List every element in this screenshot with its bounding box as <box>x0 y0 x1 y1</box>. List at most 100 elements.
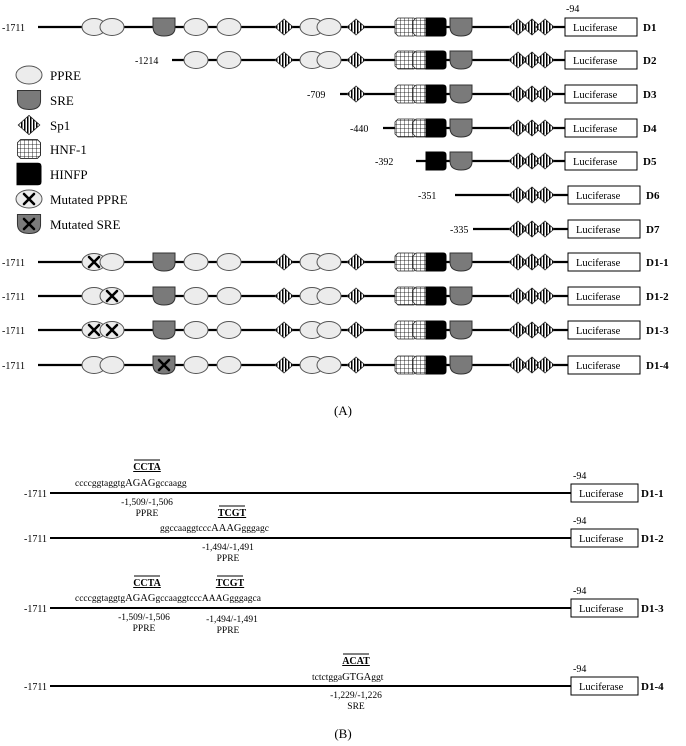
luciferase-label: Luciferase <box>579 489 624 500</box>
luciferase-box <box>564 151 638 171</box>
sp1-icon <box>274 287 294 305</box>
sre-icon <box>449 17 473 37</box>
site-annotation: CCTA TCGT ccccggtaggtgAGAGgccaaggtcccAAAGg… <box>75 575 262 636</box>
ppre-icon <box>316 253 342 271</box>
sp1-icon <box>535 152 555 170</box>
start-position: -335 <box>450 225 468 236</box>
ppre-icon <box>216 287 242 305</box>
sequence-site: AAAG <box>211 523 242 534</box>
sre-icon <box>449 320 473 340</box>
mutation-bases: CCTA <box>133 462 161 473</box>
mutation-x-icon <box>87 255 101 269</box>
site-position: -1,509/-1,506 <box>121 498 173 508</box>
sequence-flank: gggagc <box>242 524 269 534</box>
sp1-icon <box>535 186 555 204</box>
sre-icon <box>152 17 176 37</box>
luciferase-label: Luciferase <box>573 56 618 67</box>
end-position: -94 <box>573 664 586 675</box>
sre-icon <box>152 320 176 340</box>
sp1-icon <box>346 51 366 69</box>
mutation-bases: TCGT <box>218 508 247 519</box>
start-position: -1711 <box>2 361 25 372</box>
sre-icon <box>16 90 42 110</box>
start-position: -709 <box>307 90 325 101</box>
panel-a-caption: (A) <box>334 403 352 418</box>
ppre-icon <box>216 356 242 374</box>
construct-name: D1-3 <box>646 325 669 337</box>
ppre-icon <box>183 51 209 69</box>
hinfp-icon <box>425 355 447 375</box>
luciferase-box <box>570 598 639 618</box>
construct-name: D1-1 <box>646 257 669 269</box>
hinfp-icon <box>425 84 447 104</box>
sequence-text: tctctggaGTGAggt <box>312 672 384 683</box>
construct-name: D5 <box>643 156 657 168</box>
sp1-icon <box>274 51 294 69</box>
site-element: PPRE <box>136 509 159 519</box>
site-position: -1,494/-1,491 <box>206 615 258 625</box>
sre-icon <box>449 286 473 306</box>
start-position: -440 <box>350 124 368 135</box>
sre-icon <box>152 252 176 272</box>
sp1-icon <box>274 253 294 271</box>
sequence-flank: gccaagg <box>155 479 186 489</box>
construct-name: D4 <box>643 123 657 135</box>
construct-name: D1-2 <box>646 291 669 303</box>
sre-icon <box>152 286 176 306</box>
luciferase-box <box>570 676 639 696</box>
ppre-icon <box>183 321 209 339</box>
end-position: -94 <box>573 471 586 482</box>
ppre-icon <box>99 253 125 271</box>
luciferase-label: Luciferase <box>576 292 621 303</box>
end-position: -94 <box>566 4 579 15</box>
sp1-icon <box>535 18 555 36</box>
luciferase-box <box>570 483 639 503</box>
construct-name: D7 <box>646 224 660 236</box>
mutation-bases: TCGT <box>216 578 245 589</box>
site-element: PPRE <box>217 554 240 564</box>
luciferase-box <box>567 355 641 375</box>
site-position: -1,509/-1,506 <box>118 613 170 623</box>
sre-icon <box>449 252 473 272</box>
sp1-icon <box>535 85 555 103</box>
start-position: -1711 <box>2 23 25 34</box>
sp1-icon <box>17 114 41 136</box>
sequence-text: ccccggtaggtgAGAGgccaaggtcccAAAGgggagca <box>75 593 262 604</box>
mutation-x-icon <box>22 192 36 206</box>
ppre-icon <box>316 18 342 36</box>
sp1-icon <box>274 321 294 339</box>
legend-label: PPRE <box>50 68 81 83</box>
legend-item-hinfp: HINFP <box>16 162 88 186</box>
sre-icon <box>449 118 473 138</box>
sp1-icon <box>535 356 555 374</box>
legend-label: Sp1 <box>50 118 70 133</box>
sre-icon <box>449 355 473 375</box>
legend-item-ppre: PPRE <box>15 65 81 85</box>
sp1-icon <box>535 287 555 305</box>
luciferase-label: Luciferase <box>573 157 618 168</box>
sequence-flank: tctctgga <box>312 673 343 683</box>
ppre-icon <box>316 356 342 374</box>
mutation-bases: CCTA <box>133 578 161 589</box>
panel-b-caption: (B) <box>334 726 351 741</box>
ppre-icon <box>183 253 209 271</box>
construct-name: D1-1 <box>641 488 664 500</box>
luciferase-box <box>570 528 639 548</box>
sequence-site: AGAG <box>125 593 156 604</box>
mutation-bases: ACAT <box>342 656 370 667</box>
sequence-text: ggccaaggtcccAAAGgggagc <box>160 523 269 534</box>
start-position: -1711 <box>24 489 47 500</box>
ppre-icon <box>216 51 242 69</box>
ppre-icon <box>183 18 209 36</box>
